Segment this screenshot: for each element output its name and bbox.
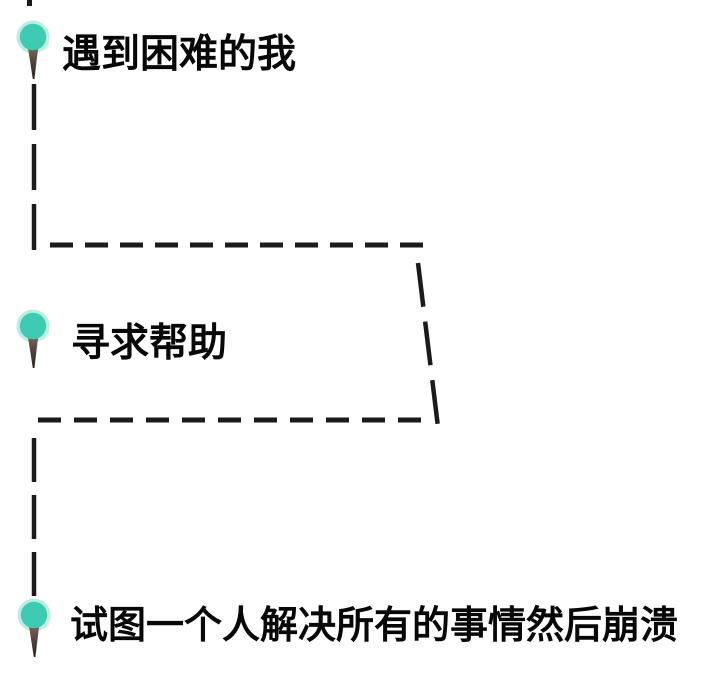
pin-head [19,23,47,51]
pin-needle [28,623,40,657]
map-pin-icon [16,309,50,368]
pin-head [19,312,47,340]
pin-needle [27,45,39,79]
step-3-label: 试图一个人解决所有的事情然后崩溃 [70,603,679,647]
map-pin-icon [17,598,51,657]
pin-needle [27,334,39,368]
step-2-label: 寻求帮助 [71,321,228,366]
map-pin-icon [16,20,50,79]
pin-head [20,601,48,629]
connector-1-right-vertical-dash [415,262,441,428]
step-1-label: 遇到困难的我 [62,32,297,77]
